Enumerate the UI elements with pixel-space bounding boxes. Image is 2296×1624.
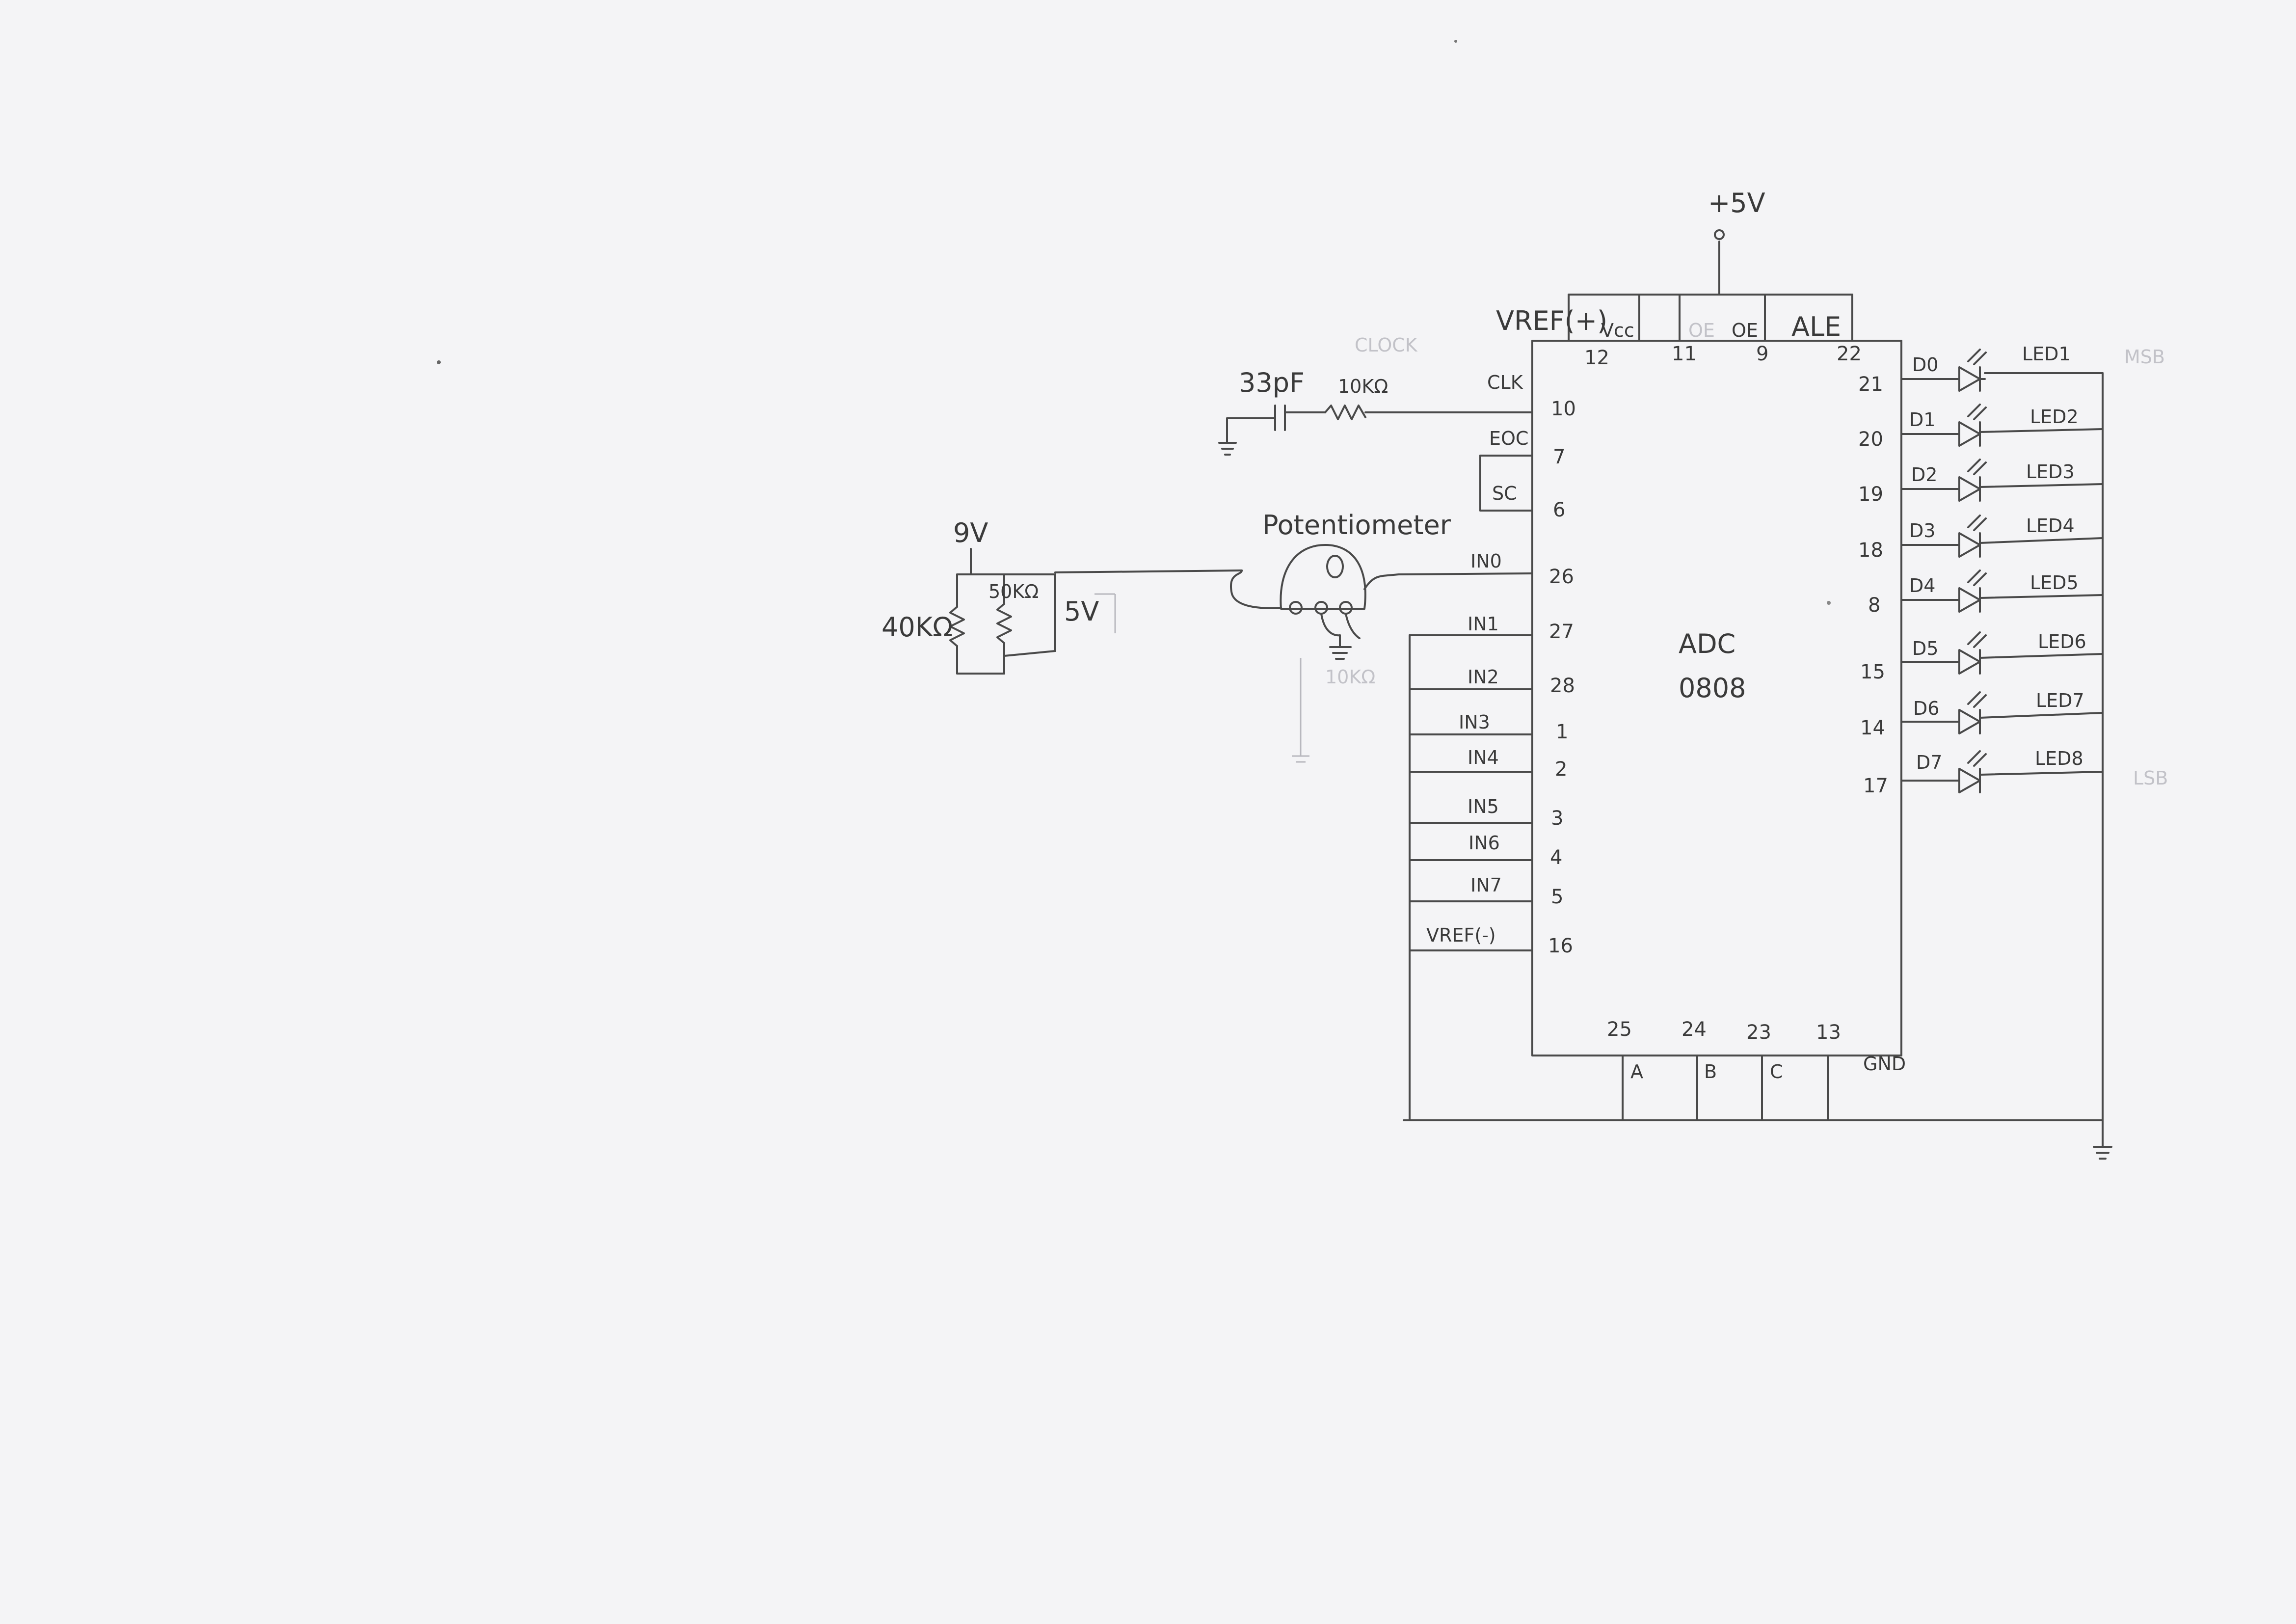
pin-num-10: 10 xyxy=(1551,398,1576,420)
pin-num-27: 27 xyxy=(1549,621,1574,643)
chip-part: 0808 xyxy=(1679,673,1746,704)
top-pin-num-12: 12 xyxy=(1584,347,1609,369)
clock-faint-note: CLOCK xyxy=(1355,334,1418,356)
led-label-6: LED6 xyxy=(2038,631,2086,652)
pin-num-26: 26 xyxy=(1549,566,1574,588)
top-pin-boxes: VREF(+) Vcc OE OE ALE 12 11 9 22 xyxy=(1496,294,1862,369)
pin-label-in3: IN3 xyxy=(1459,711,1490,733)
pin-num-21: 21 xyxy=(1858,373,1883,396)
data-label-d5: D5 xyxy=(1912,638,1938,659)
top-pin-num-22: 22 xyxy=(1837,343,1862,365)
pin-num-2: 2 xyxy=(1555,758,1567,781)
pin-num-14: 14 xyxy=(1860,717,1885,739)
clock-cap-label: 33pF xyxy=(1239,367,1305,398)
bottom-pin-num-13: 13 xyxy=(1816,1021,1841,1044)
led-label-7: LED7 xyxy=(2036,690,2084,711)
top-pin-label-vref-plus: VREF(+) xyxy=(1496,305,1607,336)
pin-num-1: 1 xyxy=(1556,721,1568,743)
led-label-1: LED1 xyxy=(2022,343,2071,365)
pin-label-in2: IN2 xyxy=(1468,666,1499,688)
pin-num-17: 17 xyxy=(1863,775,1888,797)
clock-res-label: 10KΩ xyxy=(1338,376,1388,397)
pin-label-vref-minus: VREF(-) xyxy=(1426,924,1496,946)
bottom-pin-num-25: 25 xyxy=(1607,1018,1632,1041)
pin-label-in6: IN6 xyxy=(1468,832,1500,854)
pin-num-28: 28 xyxy=(1550,675,1575,697)
supply-label: +5V xyxy=(1708,188,1765,218)
lsb-note: LSB xyxy=(2133,767,2168,789)
pin-num-4: 4 xyxy=(1550,846,1562,869)
potentiometer: Potentiometer 10KΩ xyxy=(1230,510,1533,763)
pin-num-19: 19 xyxy=(1858,483,1883,506)
divider-r2-label: 50KΩ xyxy=(988,581,1039,602)
divider-r1-label: 40KΩ xyxy=(881,612,953,643)
top-pin-num-11: 11 xyxy=(1672,343,1697,365)
pin-label-clk: CLK xyxy=(1487,372,1523,393)
pin-label-eoc: EOC xyxy=(1489,428,1528,449)
pin-num-8: 8 xyxy=(1868,594,1880,617)
pin-num-15: 15 xyxy=(1860,661,1885,683)
data-label-d6: D6 xyxy=(1913,698,1939,719)
analog-inputs: IN0 26 IN1 27 IN2 28 IN3 1 IN4 2 IN5 3 I… xyxy=(1409,550,1575,1121)
top-pin-num-9: 9 xyxy=(1756,343,1768,365)
bottom-pin-label-gnd: GND xyxy=(1863,1053,1906,1075)
adc-chip-body xyxy=(1531,340,1902,1056)
pot-res-label: 10KΩ xyxy=(1325,666,1375,688)
data-label-d0: D0 xyxy=(1912,354,1938,376)
pin-label-in1: IN1 xyxy=(1468,613,1499,635)
pin-num-20: 20 xyxy=(1858,428,1883,451)
led-label-5: LED5 xyxy=(2030,572,2079,594)
pin-label-in7: IN7 xyxy=(1470,874,1502,896)
top-pin-label-vcc: Vcc xyxy=(1601,320,1634,341)
svg-text:OE: OE xyxy=(1688,320,1715,341)
clock-network: 33pF 10KΩ CLOCK CLK 10 xyxy=(1218,334,1576,456)
data-label-d1: D1 xyxy=(1909,409,1935,431)
pin-label-in5: IN5 xyxy=(1468,796,1499,817)
pin-num-18: 18 xyxy=(1858,539,1883,562)
pin-label-in0: IN0 xyxy=(1470,550,1502,572)
bottom-pin-num-24: 24 xyxy=(1682,1018,1707,1041)
data-label-d2: D2 xyxy=(1911,464,1937,486)
bottom-pins: 25 24 23 13 A B C GND xyxy=(1607,1018,1906,1121)
data-label-d7: D7 xyxy=(1916,752,1942,773)
divider-source-label: 9V xyxy=(953,517,988,548)
led-outputs: MSB LSB D0 21 LED1 D1 20 LED2 D2 19 LED3… xyxy=(1858,343,2168,1121)
pin-num-3: 3 xyxy=(1551,807,1563,830)
led-label-3: LED3 xyxy=(2026,461,2075,483)
pin-num-7: 7 xyxy=(1553,446,1565,468)
bottom-pin-label-c: C xyxy=(1770,1061,1783,1083)
data-label-d3: D3 xyxy=(1909,520,1935,541)
led-label-2: LED2 xyxy=(2030,406,2079,428)
pin-label-in4: IN4 xyxy=(1468,747,1499,768)
pin-num-5: 5 xyxy=(1551,886,1563,908)
led-label-8: LED8 xyxy=(2035,748,2083,769)
voltage-divider: 9V 40KΩ 50KΩ 5V xyxy=(881,517,1243,675)
pin-label-sc: SC xyxy=(1492,483,1517,504)
msb-note: MSB xyxy=(2124,346,2165,368)
bottom-pin-label-a: A xyxy=(1630,1061,1643,1083)
bottom-pin-label-b: B xyxy=(1704,1061,1717,1083)
led-label-4: LED4 xyxy=(2026,515,2075,537)
pin-num-6: 6 xyxy=(1553,499,1565,521)
chip-name: ADC xyxy=(1679,628,1735,659)
ground-symbol xyxy=(2093,1119,2112,1160)
pin-num-16: 16 xyxy=(1548,935,1573,957)
divider-out-label: 5V xyxy=(1064,596,1099,627)
data-label-d4: D4 xyxy=(1909,575,1935,596)
eoc-sc-loop: EOC 7 SC 6 xyxy=(1479,428,1565,521)
bottom-pin-num-23: 23 xyxy=(1746,1021,1771,1044)
pot-label: Potentiometer xyxy=(1262,510,1451,541)
top-pin-label-ale: ALE xyxy=(1791,311,1841,342)
top-pin-label-oe: OE xyxy=(1732,320,1758,341)
